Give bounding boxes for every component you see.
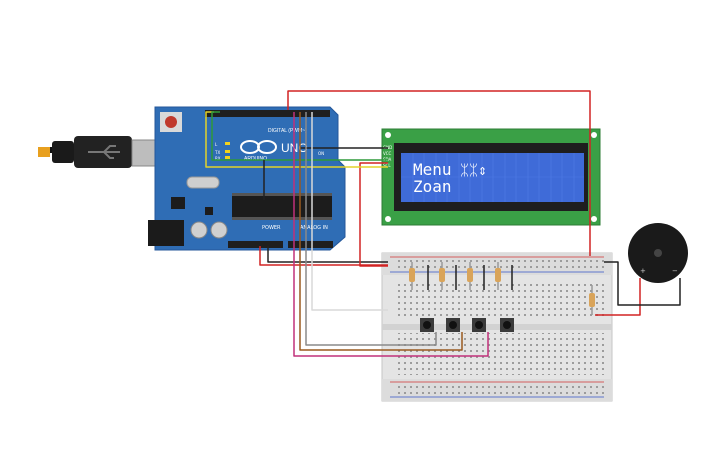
- led-l: [225, 142, 230, 145]
- led-rx: [225, 156, 230, 159]
- wire-red-power: [259, 246, 388, 266]
- wires: [205, 90, 681, 357]
- arduino-logo-text: ARDUINO: [244, 156, 267, 162]
- analog-header[interactable]: [288, 241, 333, 248]
- resistor[interactable]: [409, 262, 415, 290]
- wire-white: [311, 112, 388, 311]
- reset-button[interactable]: [160, 112, 182, 132]
- lcd-pin-vcc: VCC: [383, 151, 392, 156]
- lcd-screen: [401, 153, 584, 202]
- piezo-buzzer[interactable]: + −: [628, 223, 688, 283]
- digital-label: DIGITAL (PWM~): [268, 128, 307, 134]
- power-header[interactable]: [228, 241, 283, 248]
- lcd-module[interactable]: GND VCC SDA SCL Menu ᛯᛯ⇕ Zoan: [381, 128, 601, 226]
- arduino-logo-icon: [240, 140, 277, 154]
- pushbutton[interactable]: [500, 318, 514, 332]
- lcd-pin-scl: SCL: [383, 163, 391, 168]
- wire-gray: [305, 112, 437, 346]
- lcd-line-1-glyphs: ᛯᛯ⇕: [460, 161, 487, 179]
- buzzer-minus-icon: −: [672, 267, 678, 275]
- resistor[interactable]: [439, 262, 445, 290]
- breadboard-jumpers: [427, 265, 513, 290]
- digital-header[interactable]: [205, 110, 330, 117]
- analog-label: ANALOG IN: [300, 225, 328, 231]
- wire-red-lcd: [359, 162, 388, 267]
- tx-label: TX: [214, 150, 220, 155]
- small-button: [205, 207, 213, 215]
- wire-black-power: [267, 246, 388, 263]
- wire-red-top: [287, 90, 591, 256]
- wire-buzzer-black: [604, 261, 681, 306]
- crystal-oscillator: [186, 176, 220, 189]
- l-label: L: [215, 142, 218, 147]
- resistor[interactable]: [495, 262, 501, 290]
- capacitor-left: [190, 221, 208, 239]
- wire-yellow-scl: [205, 111, 388, 168]
- wire-magenta: [293, 112, 489, 357]
- wire-brown: [299, 112, 463, 351]
- lcd-line-2: Zoan: [413, 177, 452, 196]
- lcd-line-1: Menu: [413, 160, 452, 179]
- arduino-uno-board[interactable]: DIGITAL (PWM~) UNO ARDUINO TX RX L ON PO…: [148, 106, 346, 251]
- led-tx: [225, 150, 230, 153]
- pushbutton[interactable]: [472, 318, 486, 332]
- on-label: ON: [318, 151, 324, 156]
- lcd-character-grid: [401, 153, 584, 202]
- voltage-regulator: [171, 197, 185, 209]
- pushbutton[interactable]: [420, 318, 434, 332]
- resistor[interactable]: [467, 262, 473, 290]
- usb-icon: [88, 145, 120, 159]
- pushbutton[interactable]: [446, 318, 460, 332]
- capacitor-right: [210, 221, 228, 239]
- power-jack[interactable]: [148, 220, 184, 246]
- rx-label: RX: [215, 156, 221, 161]
- power-label: POWER: [262, 225, 281, 231]
- buzzer-plus-icon: +: [640, 267, 646, 275]
- resistor[interactable]: [589, 285, 595, 315]
- wire-buzzer-red: [595, 278, 641, 316]
- atmega-chip: [232, 196, 332, 217]
